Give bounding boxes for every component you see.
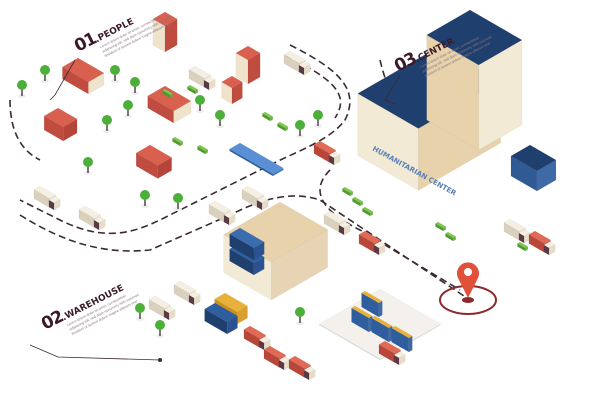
tree [123, 100, 133, 118]
tree [102, 115, 112, 133]
road [319, 169, 461, 291]
shelf [371, 315, 393, 343]
hedge [435, 221, 447, 232]
tree [215, 110, 225, 128]
tree [295, 120, 305, 138]
hedge [262, 111, 274, 122]
truck-cab [373, 241, 386, 256]
truck-cab [298, 61, 311, 76]
truck-cab [93, 216, 106, 231]
truck-cab [338, 221, 351, 236]
tree [135, 303, 145, 321]
truck-cab [188, 291, 201, 306]
hedge [172, 136, 184, 147]
house-tall [152, 11, 178, 53]
buildings-layer [17, 9, 557, 381]
truck-cab [543, 241, 556, 256]
center-canopy [510, 144, 557, 192]
hedge [197, 144, 209, 155]
house-tall [221, 75, 243, 105]
hedge [162, 88, 174, 99]
shelf [361, 290, 383, 318]
section-number: 02 [38, 307, 67, 335]
truck-cab [256, 196, 269, 211]
tree [295, 307, 305, 325]
container [229, 227, 265, 261]
truck-cab [163, 306, 176, 321]
truck-cab [223, 211, 236, 226]
truck-cab [393, 351, 406, 366]
tree [195, 95, 205, 113]
leader-line-people [49, 59, 76, 101]
leader-line-warehouse [29, 344, 161, 361]
tree [83, 157, 93, 175]
tree [313, 110, 323, 128]
hedge [517, 241, 529, 252]
tree [140, 190, 150, 208]
road [9, 99, 41, 161]
house [43, 107, 78, 142]
tree [155, 320, 165, 338]
tree [173, 193, 183, 211]
truck-cab [328, 151, 341, 166]
shelf [391, 325, 413, 353]
location-pin [439, 262, 497, 315]
hedge [445, 231, 457, 242]
road [19, 195, 471, 301]
center-building-tower [426, 9, 523, 151]
tree [130, 77, 140, 95]
tree [110, 65, 120, 83]
truck-cab [48, 196, 61, 211]
hedge [362, 206, 374, 217]
container [204, 302, 238, 335]
house [62, 57, 105, 95]
section-warehouse: 02 .WAREHOUSE Lorem ipsum dolor sit amet… [38, 283, 139, 336]
hedge [187, 84, 199, 95]
truck-cab [518, 229, 531, 244]
truck [188, 65, 211, 88]
pool [229, 142, 284, 177]
house [135, 144, 173, 179]
leader-line-center [384, 74, 401, 105]
road [19, 44, 351, 235]
hedge [277, 121, 289, 132]
truck-cab [203, 76, 216, 91]
house-tall [235, 45, 261, 85]
shelf [351, 305, 373, 333]
tree [17, 80, 27, 98]
house [147, 85, 192, 124]
hedge [342, 186, 354, 197]
hedge [352, 196, 364, 207]
tree [40, 65, 50, 83]
section-number: 01 [71, 29, 100, 57]
truck-cab [303, 366, 316, 381]
